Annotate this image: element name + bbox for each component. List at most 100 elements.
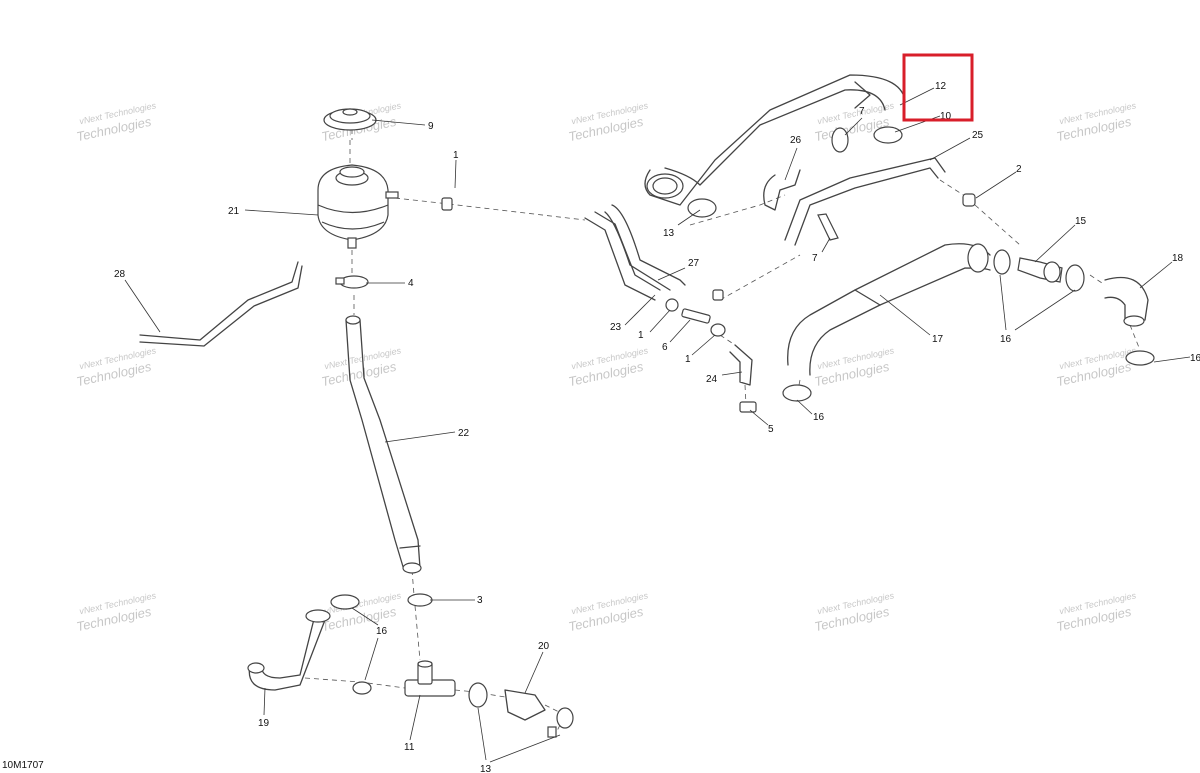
callout-labels: 9 1 21 28 4 22 3 16 19 11 13 20 23 27 1 … [2,81,1200,773]
leader-line [899,87,935,106]
callout-28[interactable]: 28 [114,269,126,280]
watermark: vNext Technologies Technologies [320,590,402,634]
leader-line [244,209,319,216]
parts [139,74,1155,738]
leader-line [657,267,686,281]
leader-line [649,309,671,333]
nut [712,289,724,301]
short-hose [729,344,753,386]
hose-clamp [817,213,839,241]
assembly-line [974,204,1021,246]
callout-22[interactable]: 22 [458,428,470,439]
watermark-layer: vNext Technologies Technologies vNext Te… [75,100,1137,634]
callout-12[interactable]: 12 [935,81,947,92]
hose-clamp [352,681,372,695]
callout-18[interactable]: 18 [1172,253,1184,264]
short-hose [504,689,546,721]
assembly-line [797,379,801,391]
callout-7[interactable]: 7 [859,106,865,117]
hose-clamp [468,682,488,708]
hose-clamp [739,401,757,413]
leader-line [1034,224,1076,263]
hose-connector [681,308,711,324]
hose-clamp [335,275,369,289]
hose-clamp [330,594,360,610]
diagram-id: 10M1707 [2,760,44,771]
callout-21[interactable]: 21 [228,206,240,217]
callout-4[interactable]: 4 [408,278,414,289]
leader-line [454,159,457,189]
callout-25[interactable]: 25 [972,130,984,141]
callout-5[interactable]: 5 [768,424,774,435]
assembly-lines [304,120,1141,736]
leader-line [364,637,379,681]
callout-1[interactable]: 1 [638,330,644,341]
callout-1[interactable]: 1 [453,150,459,161]
leader-line [721,371,743,376]
callout-20[interactable]: 20 [538,641,550,652]
leader-line [409,694,421,741]
assembly-line [394,197,586,221]
callout-24[interactable]: 24 [706,374,718,385]
leader-line [879,294,931,336]
hose-clamp [782,384,812,402]
leader-line [371,119,426,126]
assembly-line [411,569,421,661]
leader-line [691,334,716,356]
callout-27[interactable]: 27 [688,258,700,269]
leader-line [489,734,561,763]
hose-fitting [665,298,679,312]
hose-clamp [1125,350,1155,366]
callout-15[interactable]: 15 [1075,216,1087,227]
callout-16[interactable]: 16 [1190,353,1200,364]
leader-line [999,274,1007,331]
pressure-cap [323,108,377,131]
t-fitting [404,660,456,697]
watermark: vNext Technologies Technologies [1055,590,1137,634]
assembly-line [719,254,801,301]
nut [962,193,976,207]
callout-13[interactable]: 13 [663,228,675,239]
callout-9[interactable]: 9 [428,121,434,132]
callout-16[interactable]: 16 [813,412,825,423]
hose-clamp [547,707,574,738]
watermark: vNext Technologies Technologies [75,345,157,389]
coolant-hose [584,204,686,301]
assembly-line [719,334,736,346]
hose-clamp [873,126,903,144]
callout-1[interactable]: 1 [685,354,691,365]
callout-2[interactable]: 2 [1016,164,1022,175]
hose-clamp [1065,264,1085,292]
hose-fitting [710,323,726,337]
callout-13[interactable]: 13 [480,764,492,773]
short-hose [763,169,801,211]
elbow-hose [1104,276,1149,327]
leader-line [351,607,379,626]
leader-line [677,209,701,226]
leader-line [124,279,161,333]
leader-line [894,115,941,133]
watermark: vNext Technologies Technologies [1055,345,1137,389]
leader-line [1139,261,1173,289]
callout-16[interactable]: 16 [1000,334,1012,345]
callout-17[interactable]: 17 [932,334,944,345]
callout-7[interactable]: 7 [812,253,818,264]
callout-26[interactable]: 26 [790,135,802,146]
watermark: vNext Technologies Technologies [1055,100,1137,144]
leader-lines [124,87,1191,763]
callout-11[interactable]: 11 [404,742,415,753]
watermark: vNext Technologies Technologies [75,590,157,634]
leader-line [669,319,691,343]
callout-16[interactable]: 16 [376,626,388,637]
watermark: vNext Technologies Technologies [813,590,895,634]
callout-10[interactable]: 10 [940,111,952,122]
assembly-line [1129,324,1141,351]
callout-3[interactable]: 3 [477,595,483,606]
leader-line [477,707,487,761]
leader-line [844,117,863,136]
callout-6[interactable]: 6 [662,342,668,353]
callout-19[interactable]: 19 [258,718,270,729]
leader-line [796,399,813,415]
callout-23[interactable]: 23 [610,322,622,333]
